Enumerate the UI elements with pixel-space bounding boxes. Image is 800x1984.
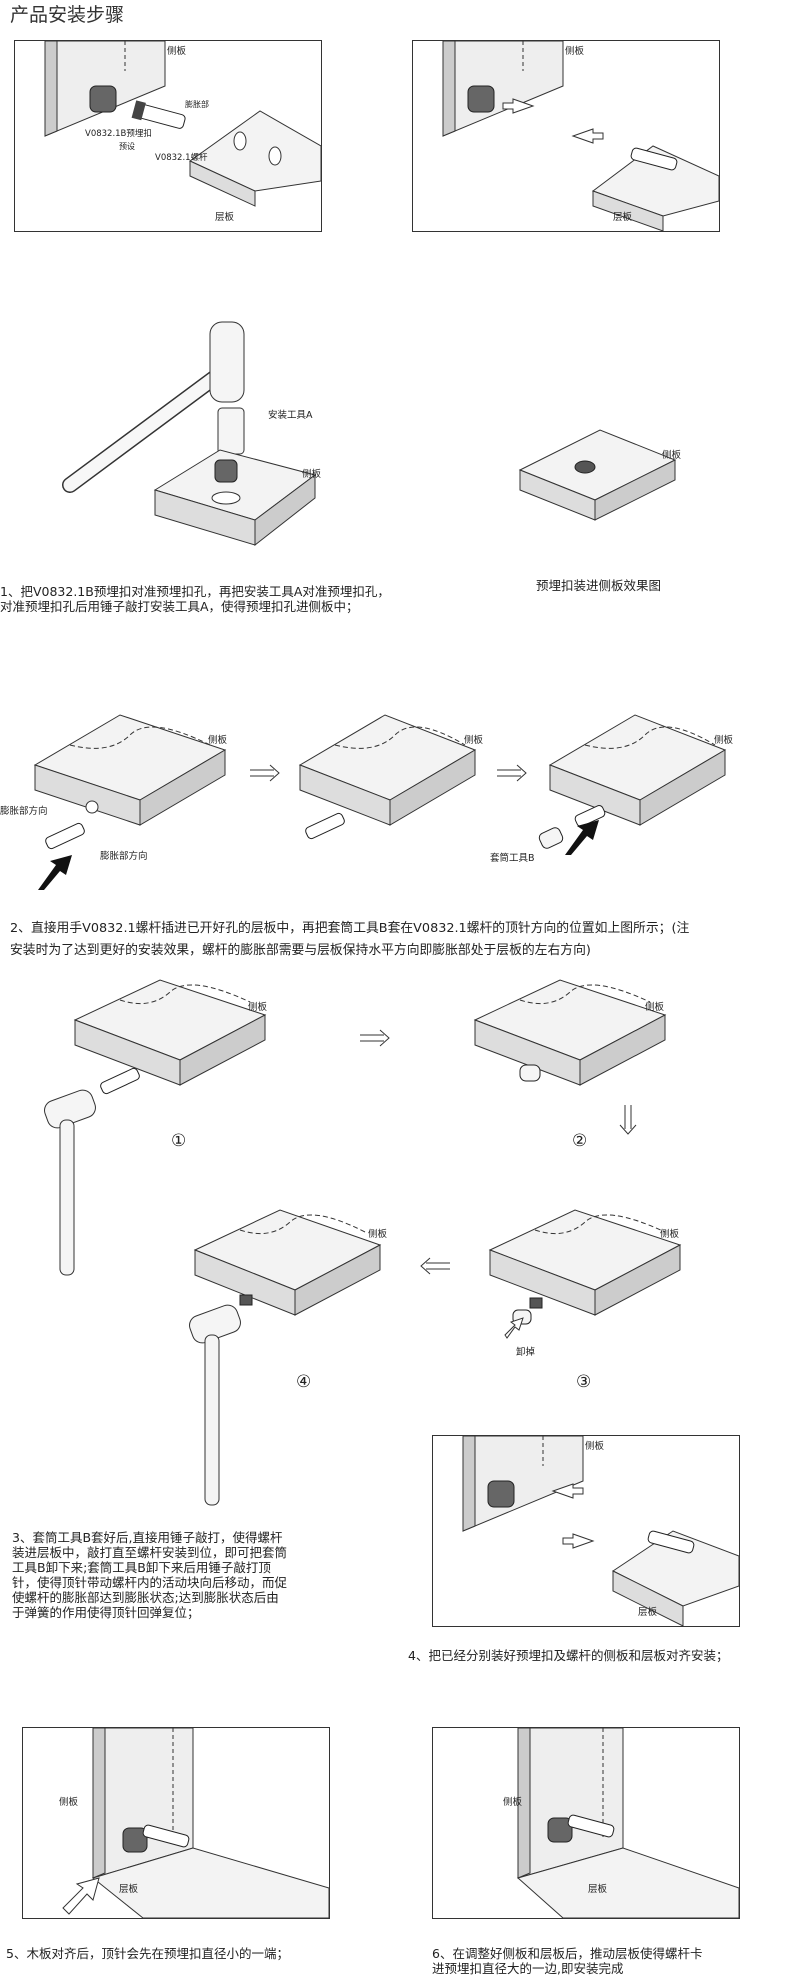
step-number-2: ②	[572, 1131, 588, 1151]
step-number-3: ③	[576, 1372, 592, 1392]
step-4-caption: 4、把已经分别装好预埋扣及螺杆的侧板和层板对齐安装；	[408, 1648, 729, 1663]
label-side-panel: 侧板	[660, 1229, 680, 1240]
step-1-caption: 1、把V0832.1B预埋扣对准预埋扣孔，再把安装工具A对准预埋扣孔， 对准预埋…	[0, 584, 390, 614]
label-side-panel: 侧板	[208, 735, 228, 746]
label-shelf: 层板	[588, 1884, 608, 1895]
label-side-panel: 侧板	[248, 1002, 268, 1013]
figure-6-drawing	[516, 1728, 739, 1918]
figure-4: 侧板 层板	[432, 1435, 740, 1627]
label-shelf: 层板	[613, 212, 633, 223]
arrow-push-2a	[38, 855, 72, 890]
label-v0832-1: V0832.1螺杆	[155, 153, 208, 163]
figure-5: 侧板 层板	[22, 1727, 330, 1919]
effect-caption: 预埋扣装进侧板效果图	[536, 578, 662, 593]
step-5-caption: 5、木板对齐后，顶针会先在预埋扣直径小的一端；	[6, 1946, 289, 1961]
label-side-panel: 侧板	[302, 469, 322, 480]
figure-4-drawing	[462, 1436, 739, 1626]
figure-1a: 侧板 膨胀部 V0832.1B预埋扣 预设 V0832.1螺杆 层板	[14, 40, 322, 232]
label-shelf: 层板	[638, 1607, 658, 1618]
figure-2a	[33, 714, 227, 850]
label-preset: 预设	[119, 142, 135, 151]
label-remove: 卸掉	[516, 1347, 536, 1358]
figure-effect	[518, 429, 677, 521]
figure-hammer-tool-a	[62, 321, 317, 547]
label-side-panel: 侧板	[503, 1797, 523, 1808]
figure-6: 侧板 层板	[432, 1727, 740, 1919]
page-title: 产品安装步骤	[10, 4, 125, 26]
arrow-right-2	[497, 764, 527, 782]
step-number-1: ①	[171, 1131, 187, 1151]
label-side-panel: 侧板	[59, 1797, 79, 1808]
figure-1b: 侧板 层板	[412, 40, 720, 232]
figure-3-2	[473, 979, 667, 1086]
label-expansion: 膨胀部	[185, 100, 209, 109]
label-side-panel: 侧板	[464, 735, 484, 746]
label-tool-a: 安装工具A	[268, 410, 313, 421]
label-side-panel: 侧板	[368, 1229, 388, 1240]
arrow-down	[619, 1105, 637, 1135]
label-side-panel: 侧板	[167, 46, 187, 57]
label-side-panel: 侧板	[714, 735, 734, 746]
figure-5-drawing	[62, 1728, 329, 1918]
arrow-right-3	[360, 1029, 390, 1047]
figure-3-1	[44, 979, 267, 1276]
label-side-panel: 侧板	[585, 1441, 605, 1452]
label-expand-dir-right: 膨胀部方向	[100, 851, 148, 862]
figure-2b	[298, 714, 477, 840]
arrow-left	[420, 1257, 450, 1275]
figure-1b-drawing	[442, 41, 719, 231]
step-6-caption: 6、在调整好侧板和层板后，推动层板使得螺杆卡 进预埋扣直径大的一边,即安装完成	[432, 1946, 703, 1976]
figure-1a-drawing	[44, 41, 321, 207]
label-expand-dir-left: 膨胀部方向	[0, 806, 48, 817]
figure-3-3	[488, 1209, 682, 1339]
label-side-panel: 侧板	[565, 46, 585, 57]
label-v0832-1b: V0832.1B预埋扣	[85, 129, 152, 139]
label-shelf: 层板	[119, 1884, 139, 1895]
step-number-4: ④	[296, 1372, 312, 1392]
label-side-panel: 侧板	[645, 1002, 665, 1013]
arrow-right-1	[250, 764, 280, 782]
label-shelf: 层板	[215, 212, 235, 223]
step-3-caption: 3、套筒工具B套好后,直接用锤子敲打，使得螺杆 装进层板中，敲打直至螺杆安装到位…	[12, 1530, 288, 1620]
step-2-caption: 2、直接用手V0832.1螺杆插进已开好孔的层板中，再把套筒工具B套在V0832…	[10, 921, 690, 958]
label-side-panel: 侧板	[662, 450, 682, 461]
figure-2c	[538, 714, 727, 855]
figure-3-4	[189, 1209, 382, 1506]
label-sleeve-b: 套筒工具B	[490, 853, 535, 864]
